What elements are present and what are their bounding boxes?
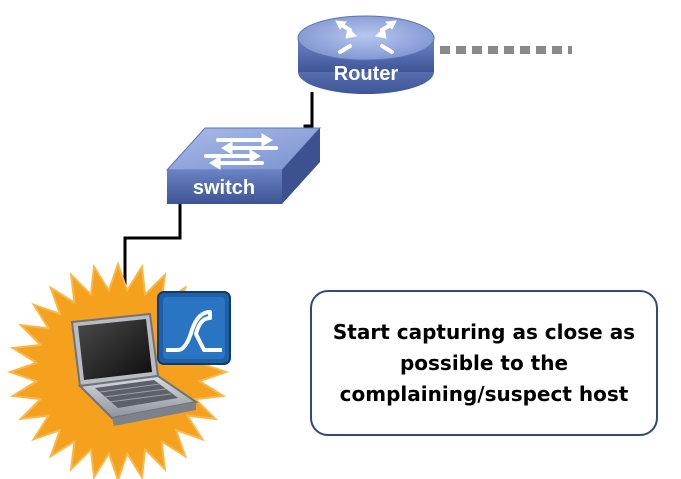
switch-icon: switch xyxy=(165,127,322,204)
router-icon: Router xyxy=(297,15,435,94)
wireshark-capture-icon xyxy=(157,291,231,365)
switch-label: switch xyxy=(193,177,255,199)
router-label: Router xyxy=(334,63,399,85)
cable-switch-laptop xyxy=(123,200,182,318)
laptop-icon xyxy=(70,312,199,426)
callout-text: Start capturing as close as possible to … xyxy=(332,319,636,406)
callout-box: Start capturing as close as possible to … xyxy=(310,290,658,436)
